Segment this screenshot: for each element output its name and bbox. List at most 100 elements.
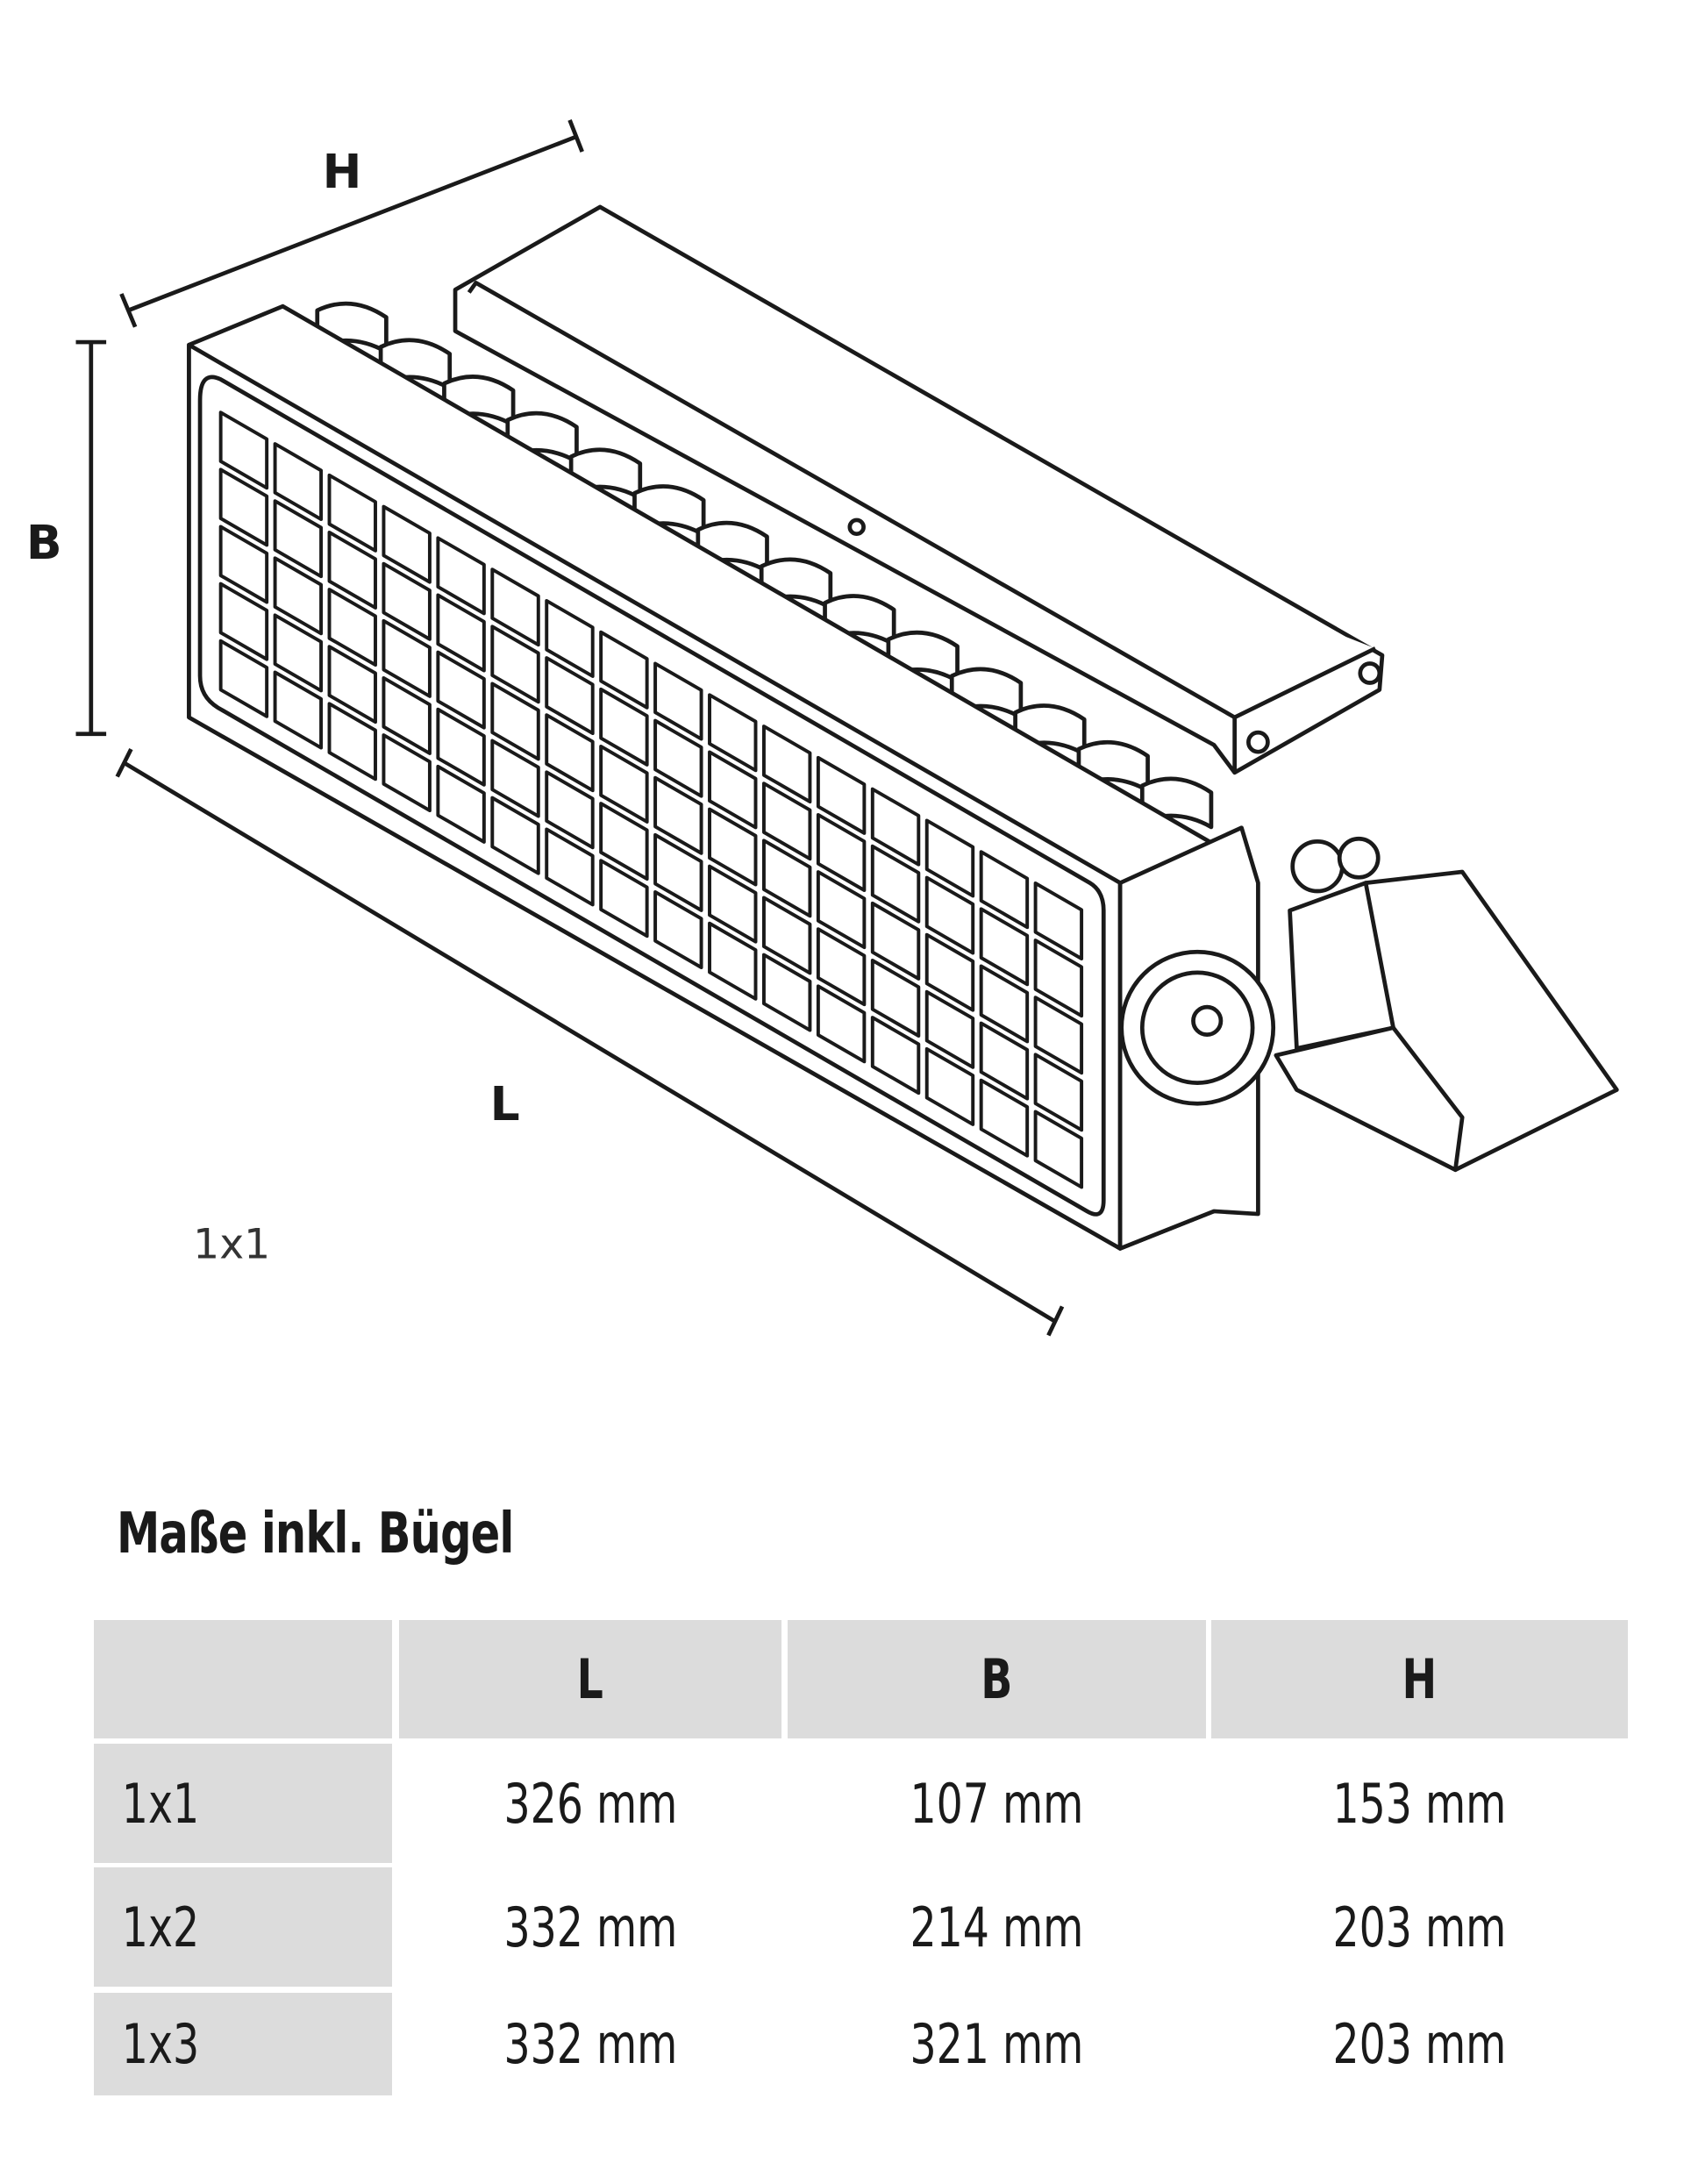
led-lens-cell [979,850,1030,930]
cell-b: 107 mm [910,1771,1084,1836]
led-lens-cell [218,639,269,718]
luminaire-dimension-drawing: H B L 1x1 [26,118,1619,1337]
cell-b: 214 mm [910,1895,1084,1959]
led-lens-cell [761,953,812,1032]
cell-h: 153 mm [1332,1771,1507,1836]
led-lens-cell [816,755,867,835]
led-lens-cell [599,745,649,824]
table-header-b: B [788,1620,1206,1738]
cell-h: 203 mm [1332,1895,1507,1959]
led-lens-cell [218,582,269,661]
led-lens-cell [545,770,595,850]
row-label: 1x3 [94,1993,392,2095]
led-lens-cell [924,1046,975,1126]
led-lens-cell [490,796,540,875]
led-lens-cell [436,650,486,730]
led-lens-cell [979,964,1030,1044]
led-lens-cell [653,718,703,798]
led-lens-cell [273,670,324,750]
led-lens-cell [708,921,758,1001]
led-lens-cell [653,661,703,741]
led-lens-cell [653,775,703,855]
led-lens-cell [816,870,867,950]
table-header-l: L [399,1620,781,1738]
led-lens-cell [273,499,324,579]
led-lens-cell [870,959,921,1038]
led-lens-cell [816,984,867,1064]
variant-label: 1x1 [193,1220,270,1268]
led-lens-cell [1033,996,1084,1075]
led-grid [218,410,1084,1189]
led-lens-cell [599,687,649,767]
led-lens-cell [218,525,269,604]
row-label: 1x1 [94,1744,392,1863]
led-lens-cell [761,724,812,804]
cell-l: 332 mm [503,2012,677,2076]
led-lens-cell [436,764,486,844]
led-lens-cell [327,473,377,553]
led-lens-cell [599,802,649,881]
led-lens-cell [273,556,324,636]
led-lens-cell [273,442,324,522]
cell-l: 332 mm [503,1895,677,1959]
cell-b: 321 mm [910,2012,1084,2076]
cell-h: 203 mm [1332,2012,1507,2076]
led-lens-cell [870,844,921,924]
dimension-line-l [115,747,1065,1337]
led-lens-cell [545,713,595,793]
dimension-line-h [119,118,584,328]
led-lens-cell [436,536,486,616]
led-lens-cell [382,675,432,755]
led-lens-cell [870,787,921,867]
led-lens-cell [436,707,486,787]
led-lens-cell [761,896,812,975]
led-lens-cell [218,410,269,490]
led-lens-cell [273,613,324,693]
led-lens-cell [870,901,921,981]
row-label: 1x2 [94,1867,392,1987]
mounting-bracket [847,517,1619,1251]
led-lens-cell [979,907,1030,987]
dimension-label-l: L [490,1076,520,1131]
led-lens-cell [382,733,432,813]
led-lens-cell [816,813,867,892]
led-lens-cell [870,1016,921,1096]
led-lens-cell [382,561,432,641]
led-lens-cell [490,625,540,704]
led-lens-cell [761,839,812,918]
led-lens-cell [436,593,486,673]
led-lens-cell [599,630,649,710]
led-lens-cell [924,989,975,1069]
led-lens-cell [924,932,975,1012]
led-lens-cell [545,598,595,678]
led-lens-cell [327,588,377,667]
led-lens-cell [382,618,432,698]
led-lens-cell [545,656,595,736]
led-lens-cell [327,702,377,782]
led-lens-cell [382,504,432,584]
led-lens-cell [708,807,758,887]
led-lens-cell [708,693,758,773]
table-title: Maße inkl. Bügel [117,1502,514,1567]
table-header-empty [94,1620,392,1738]
led-lens-cell [490,567,540,647]
housing-box [453,204,1385,775]
led-lens-cell [979,1078,1030,1158]
led-lens-cell [924,875,975,955]
led-lens-cell [490,739,540,818]
table-header-h: H [1211,1620,1628,1738]
dimension-label-h: H [323,144,362,199]
dimension-label-b: B [26,515,62,570]
led-lens-cell [327,645,377,724]
led-lens-cell [816,927,867,1007]
led-lens-cell [490,682,540,761]
led-lens-cell [545,827,595,907]
led-lens-cell [708,864,758,944]
led-lens-cell [979,1021,1030,1101]
led-lens-cell [653,890,703,969]
led-lens-cell [653,832,703,912]
led-lens-cell [599,859,649,939]
led-lens-cell [924,818,975,898]
led-lens-cell [1033,1053,1084,1132]
led-lens-cell [1033,939,1084,1018]
